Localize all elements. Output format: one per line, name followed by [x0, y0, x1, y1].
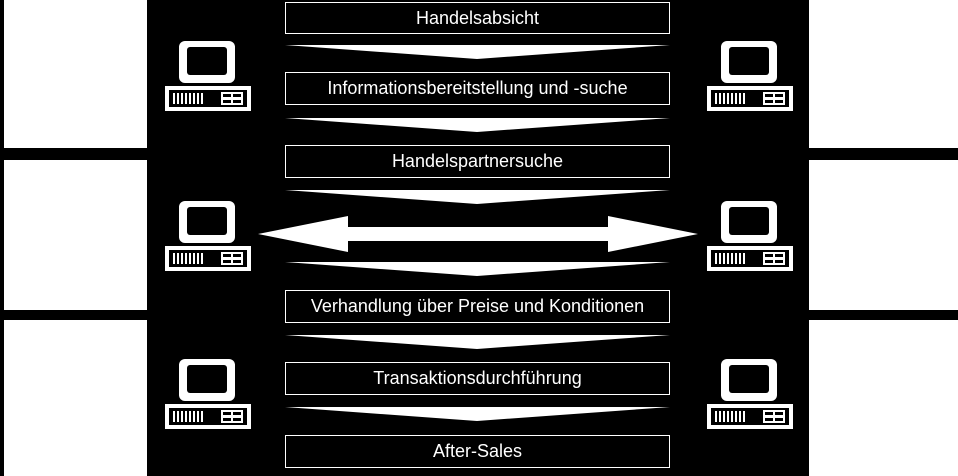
right-panel-top [809, 0, 958, 148]
left-panel-top [4, 0, 147, 148]
step-handelsabsicht: Handelsabsicht [285, 2, 670, 34]
step-informationsbereitstellung: Informationsbereitstellung und -suche [285, 72, 670, 105]
computer-icon [707, 201, 793, 271]
computer-icon [707, 359, 793, 429]
step-after-sales: After-Sales [285, 435, 670, 468]
computer-icon [165, 41, 251, 111]
left-panel-middle [4, 160, 147, 310]
chevron-down-icon [285, 262, 670, 276]
chevron-down-icon [285, 45, 670, 59]
chevron-down-icon [285, 190, 670, 204]
step-verhandlung: Verhandlung über Preise und Konditionen [285, 290, 670, 323]
double-arrow-icon [258, 216, 698, 252]
computer-icon [165, 201, 251, 271]
chevron-down-icon [285, 407, 670, 421]
computer-icon [707, 41, 793, 111]
chevron-down-icon [285, 118, 670, 132]
computer-icon [165, 359, 251, 429]
right-panel-bottom [809, 320, 958, 476]
right-panel-middle [809, 160, 958, 310]
step-handelspartnersuche: Handelspartnersuche [285, 145, 670, 178]
step-transaktionsdurchfuehrung: Transaktionsdurchführung [285, 362, 670, 395]
left-panel-bottom [4, 320, 147, 476]
chevron-down-icon [285, 335, 670, 349]
